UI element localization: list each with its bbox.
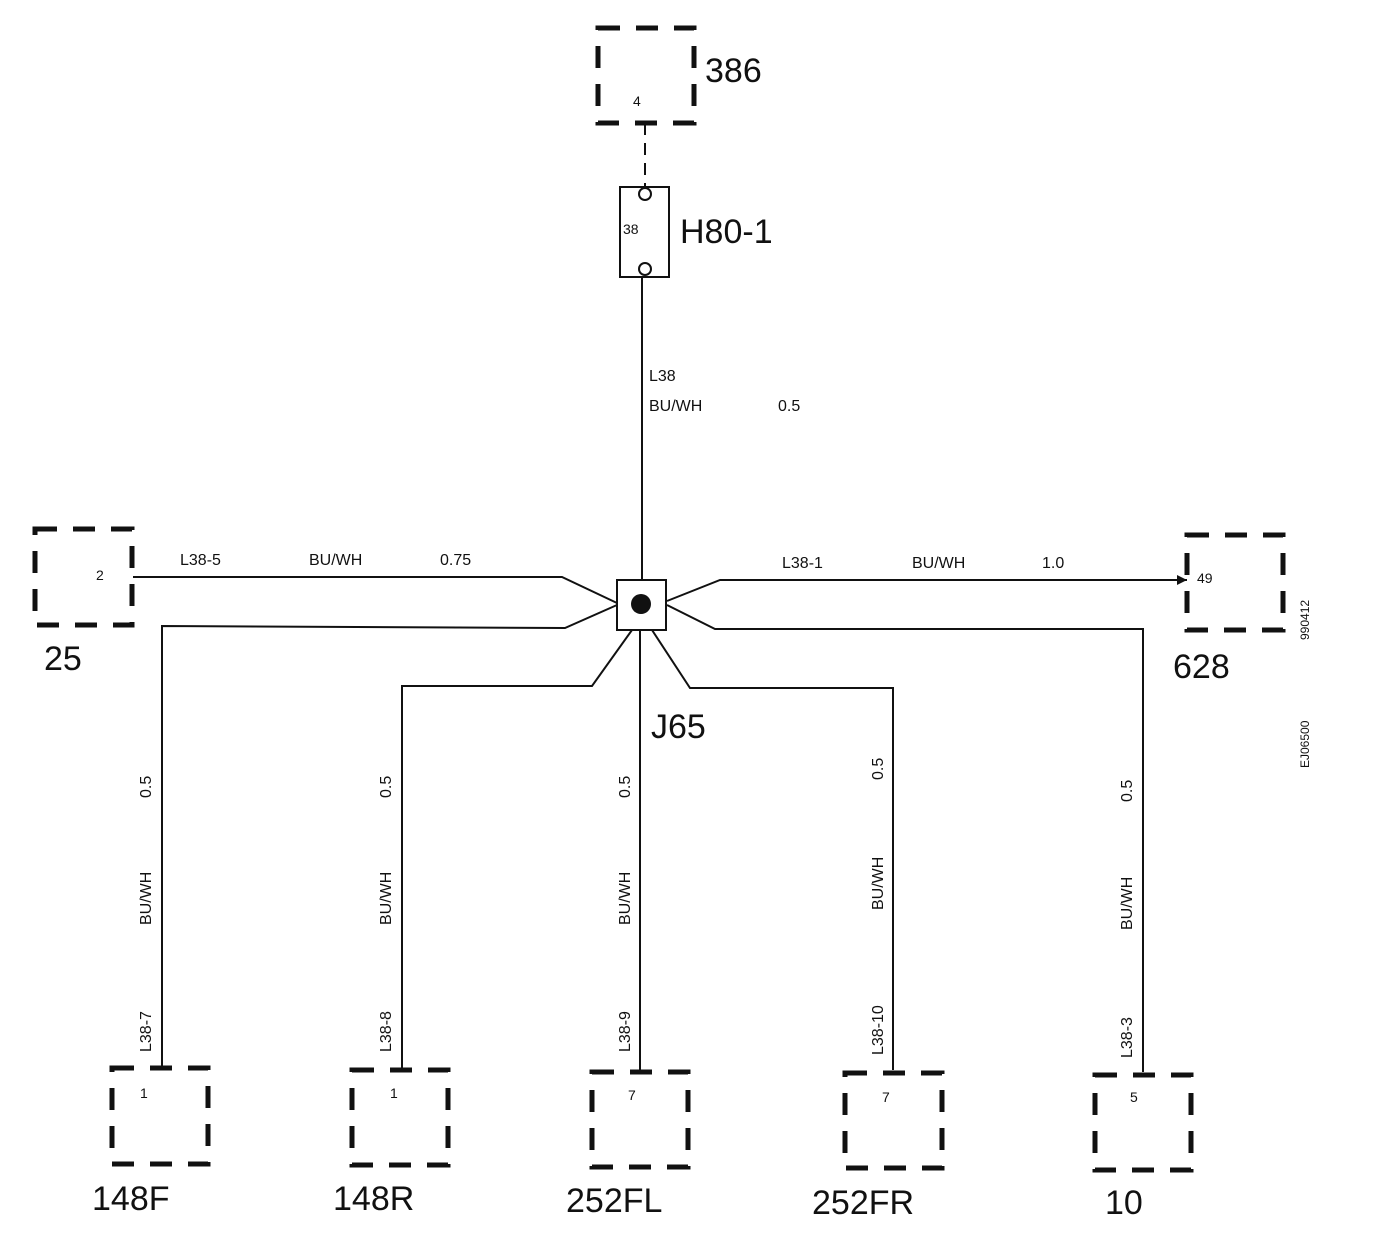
connector-25-box (32, 526, 135, 628)
connector-148r-pin: 1 (390, 1085, 398, 1101)
wire-l38-5-size: 0.75 (440, 552, 471, 569)
wire-l38-size: 0.5 (778, 398, 800, 415)
connector-628-box (1184, 532, 1286, 633)
inline-connector-h80-1: 38 H80-1 (619, 186, 773, 278)
wire-l38-10 (651, 629, 894, 1070)
connector-148r-box (349, 1067, 451, 1168)
h80-1-pin: 38 (623, 221, 639, 237)
connector-252fr-box (842, 1070, 945, 1171)
connector-252fl-pin: 7 (628, 1087, 636, 1103)
connector-25-label: 25 (44, 640, 82, 678)
connector-252fr-label: 252FR (812, 1184, 914, 1222)
wire-l38-color: BU/WH (649, 398, 702, 415)
connector-25-pin: 2 (96, 567, 104, 583)
wire-l38-8 (401, 629, 633, 1068)
connector-252fl-label: 252FL (566, 1182, 662, 1220)
connector-10: 5 10 (1092, 1072, 1194, 1222)
wire-l38-5-circuit: L38-5 (180, 552, 221, 569)
wire-l38-circuit: L38 (649, 368, 676, 385)
connector-386-pin: 4 (633, 93, 641, 109)
h80-1-body (619, 186, 670, 278)
connector-148f-label: 148F (92, 1180, 170, 1218)
wire-l38-7 (161, 604, 618, 1068)
connector-148f-pin: 1 (140, 1085, 148, 1101)
wire-l38-8-size: 0.5 (378, 776, 395, 798)
connector-628-label: 628 (1173, 648, 1230, 686)
wire-l38-7-circuit: L38-7 (138, 1011, 155, 1052)
wire-l38-10-size: 0.5 (870, 758, 887, 780)
connector-252fr-pin: 7 (882, 1089, 890, 1105)
connector-148f-box (109, 1065, 211, 1167)
splice-j65: J65 (616, 579, 706, 746)
splice-j65-dot (631, 594, 651, 614)
side-code-2: EJ06500 (1298, 720, 1312, 768)
arrow-to-628 (1177, 575, 1187, 585)
connector-10-pin: 5 (1130, 1089, 1138, 1105)
connector-386-box (595, 25, 697, 126)
connector-148r: 1 148R (333, 1067, 451, 1218)
connector-10-label: 10 (1105, 1184, 1143, 1222)
side-code-1: 990412 (1298, 600, 1312, 640)
wire-l38-3 (666, 604, 1144, 1072)
h80-1-pin-bottom (638, 262, 652, 276)
connector-628-pin: 49 (1197, 570, 1213, 586)
wire-l38-9-circuit: L38-9 (617, 1011, 634, 1052)
connector-386-label: 386 (705, 52, 762, 90)
wire-l38-3-circuit: L38-3 (1119, 1017, 1136, 1058)
wire-l38-3-size: 0.5 (1119, 780, 1136, 802)
wire-l38-1-size: 1.0 (1042, 555, 1064, 572)
wire-l38-8-color: BU/WH (378, 872, 395, 925)
wire-l38-7-color: BU/WH (138, 872, 155, 925)
wire-l38-9-color: BU/WH (617, 872, 634, 925)
wire-l38-1 (666, 579, 1187, 602)
connector-628: 49 628 (1173, 532, 1286, 686)
wire-l38-5-color: BU/WH (309, 552, 362, 569)
h80-1-pin-top (638, 187, 652, 201)
connector-252fr: 7 252FR (812, 1070, 945, 1222)
connector-10-box (1092, 1072, 1194, 1173)
splice-j65-label: J65 (651, 708, 706, 746)
connector-148r-label: 148R (333, 1180, 414, 1218)
connector-25: 2 25 (32, 526, 135, 678)
wire-l38-10-color: BU/WH (870, 857, 887, 910)
wire-l38-3-color: BU/WH (1119, 877, 1136, 930)
connector-386: 4 386 (595, 25, 762, 126)
wire-l38-5 (133, 576, 618, 604)
wire-l38-10-circuit: L38-10 (870, 1005, 887, 1055)
wire-l38-7-size: 0.5 (138, 776, 155, 798)
connector-148f: 1 148F (92, 1065, 211, 1218)
wire-l38-8-circuit: L38-8 (378, 1011, 395, 1052)
wire-l38-1-color: BU/WH (912, 555, 965, 572)
wire-l38-9-size: 0.5 (617, 776, 634, 798)
h80-1-label: H80-1 (680, 213, 773, 251)
connector-252fl: 7 252FL (566, 1069, 691, 1220)
connector-252fl-box (589, 1069, 691, 1170)
wires (133, 123, 1187, 1072)
wire-l38-1-circuit: L38-1 (782, 555, 823, 572)
